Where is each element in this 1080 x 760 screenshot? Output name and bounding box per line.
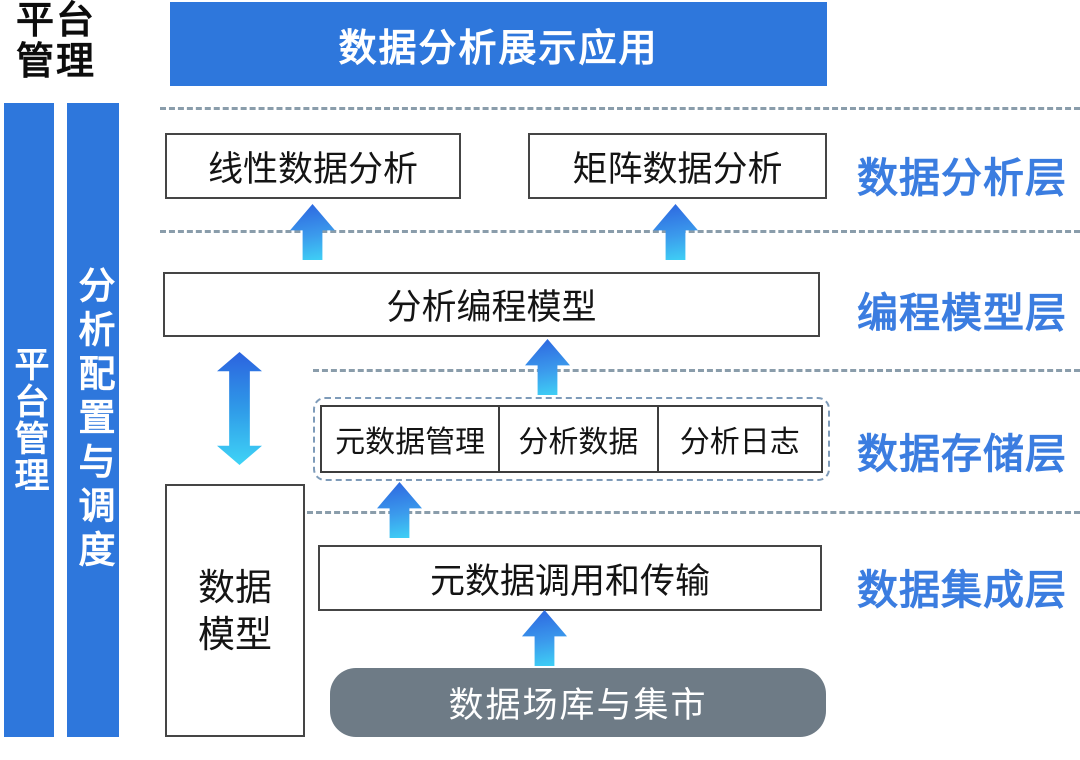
sidebar-platform-management: 平台管理 xyxy=(4,103,54,737)
node-data-warehouse-mart: 数据场库与集市 xyxy=(330,668,826,737)
layer-divider-2 xyxy=(160,230,1080,233)
layer-divider-3 xyxy=(313,369,1080,372)
corner-label-line1: 平台 xyxy=(16,0,97,42)
sidebar-analysis-config-scheduling: 分析配置与调度 xyxy=(67,103,119,737)
node-data-model: 数据 模型 xyxy=(165,484,305,737)
layer-label-data-analysis: 数据分析层 xyxy=(857,155,1067,201)
double-vertical-arrow-icon xyxy=(217,352,262,465)
node-matrix-data-analysis: 矩阵数据分析 xyxy=(528,133,827,199)
corner-label-line2: 管理 xyxy=(16,41,97,83)
storage-dashed-container: 元数据管理 分析数据 分析日志 xyxy=(313,397,830,481)
up-arrow-icon xyxy=(522,610,567,666)
up-arrow-icon xyxy=(525,339,570,395)
layer-label-data-integration: 数据集成层 xyxy=(857,567,1067,613)
storage-cell-metadata-management: 元数据管理 xyxy=(335,426,486,459)
layer-label-programming-model: 编程模型层 xyxy=(857,290,1067,336)
node-linear-data-analysis: 线性数据分析 xyxy=(165,133,461,199)
node-data-model-line2: 模型 xyxy=(198,613,272,655)
layer-divider-1 xyxy=(160,107,1080,110)
storage-cell-analysis-data: 分析数据 xyxy=(498,407,656,471)
corner-label: 平台 管理 xyxy=(16,1,96,83)
top-banner: 数据分析展示应用 xyxy=(170,2,827,86)
node-analysis-programming-model: 分析编程模型 xyxy=(163,272,820,337)
node-metadata-call-transfer: 元数据调用和传输 xyxy=(318,545,822,611)
storage-box: 元数据管理 分析数据 分析日志 xyxy=(320,405,823,473)
layer-divider-4 xyxy=(307,511,1080,514)
node-data-model-line1: 数据 xyxy=(198,566,272,608)
storage-cell-analysis-log: 分析日志 xyxy=(656,407,821,471)
up-arrow-icon xyxy=(377,482,422,538)
layer-label-data-storage: 数据存储层 xyxy=(857,431,1067,477)
